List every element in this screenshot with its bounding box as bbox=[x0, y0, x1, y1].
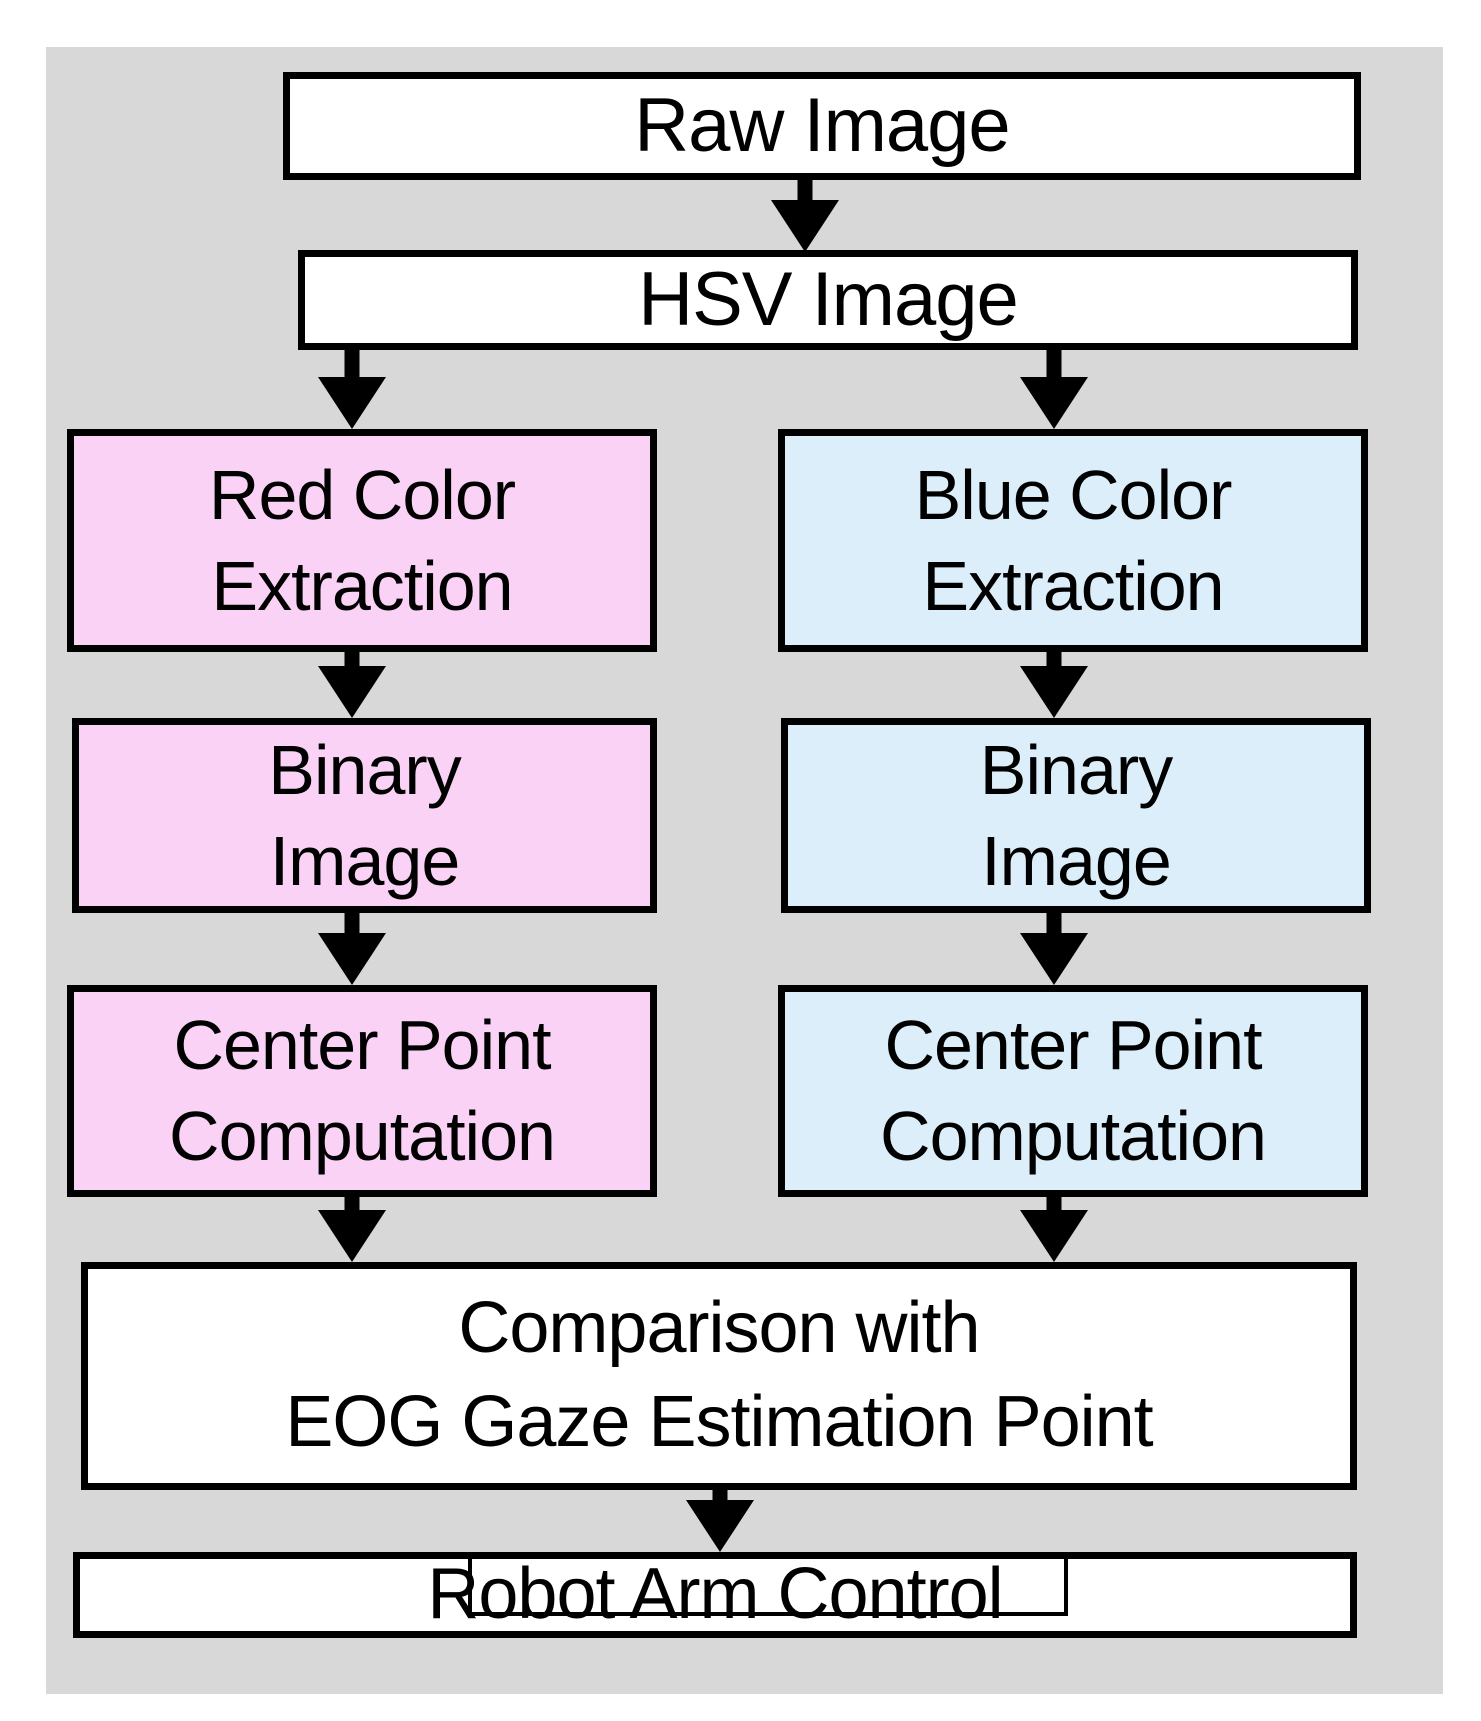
node-label-line: Blue Color bbox=[914, 455, 1233, 534]
arrow-stem bbox=[797, 178, 813, 206]
node-binary-image-blue: Binary Image bbox=[781, 718, 1371, 913]
node-label-line: Center Point bbox=[884, 1006, 1262, 1084]
arrow-down-icon bbox=[1020, 666, 1088, 718]
arrow-center-point-blue-to-comparison bbox=[1020, 1195, 1088, 1262]
arrow-hsv-to-red-extraction bbox=[318, 348, 386, 429]
arrow-stem bbox=[1046, 911, 1062, 939]
node-label-line: Computation bbox=[880, 1097, 1267, 1175]
robot-text-frame bbox=[468, 1552, 1068, 1616]
arrow-comparison-to-robot-arm-control bbox=[686, 1488, 754, 1552]
arrow-red-extraction-to-binary bbox=[318, 650, 386, 718]
arrow-down-icon bbox=[771, 200, 839, 252]
node-label-line: EOG Gaze Estimation Point bbox=[285, 1382, 1153, 1462]
arrow-down-icon bbox=[318, 1210, 386, 1262]
arrow-down-icon bbox=[1020, 933, 1088, 985]
arrow-down-icon bbox=[1020, 1210, 1088, 1262]
arrow-down-icon bbox=[318, 933, 386, 985]
arrow-stem bbox=[344, 348, 360, 383]
node-label: Robot Arm Control bbox=[427, 1554, 1003, 1635]
arrow-down-icon bbox=[318, 666, 386, 718]
node-label-line: Comparison with bbox=[458, 1288, 980, 1369]
arrow-raw-to-hsv bbox=[771, 178, 839, 252]
arrow-down-icon bbox=[1020, 377, 1088, 429]
node-center-point-computation-blue: Center Point Computation bbox=[778, 985, 1368, 1197]
node-blue-color-extraction: Blue Color Extraction bbox=[778, 429, 1368, 652]
node-label-line: Extraction bbox=[922, 546, 1224, 625]
node-label-line: Binary bbox=[268, 730, 461, 809]
arrow-stem bbox=[344, 911, 360, 939]
arrow-down-icon bbox=[686, 1500, 754, 1552]
arrow-binary-to-center-point-red bbox=[318, 911, 386, 985]
node-label-line: Binary bbox=[979, 730, 1173, 809]
node-label-line: Computation bbox=[169, 1097, 556, 1175]
node-label: Raw Image bbox=[634, 82, 1010, 168]
node-label-line: Red Color bbox=[208, 455, 516, 534]
node-raw-image: Raw Image bbox=[283, 72, 1361, 180]
arrow-blue-extraction-to-binary bbox=[1020, 650, 1088, 718]
node-label-line: Image bbox=[981, 821, 1172, 900]
node-center-point-computation-red: Center Point Computation bbox=[67, 985, 657, 1197]
node-red-color-extraction: Red Color Extraction bbox=[67, 429, 657, 652]
node-binary-image-red: Binary Image bbox=[72, 718, 657, 913]
node-label-line: Image bbox=[269, 821, 461, 900]
arrow-center-point-red-to-comparison bbox=[318, 1195, 386, 1262]
arrow-down-icon bbox=[318, 377, 386, 429]
node-label: HSV Image bbox=[638, 256, 1019, 342]
node-robot-arm-control: Robot Arm Control bbox=[73, 1552, 1357, 1638]
node-comparison-with-eog-gaze-estimation-point: Comparison with EOG Gaze Estimation Poin… bbox=[81, 1262, 1357, 1490]
arrow-stem bbox=[1046, 348, 1062, 383]
arrow-hsv-to-blue-extraction bbox=[1020, 348, 1088, 429]
arrow-binary-to-center-point-blue bbox=[1020, 911, 1088, 985]
node-hsv-image: HSV Image bbox=[298, 250, 1358, 350]
node-label-line: Extraction bbox=[211, 546, 513, 625]
node-label-line: Center Point bbox=[173, 1006, 551, 1084]
